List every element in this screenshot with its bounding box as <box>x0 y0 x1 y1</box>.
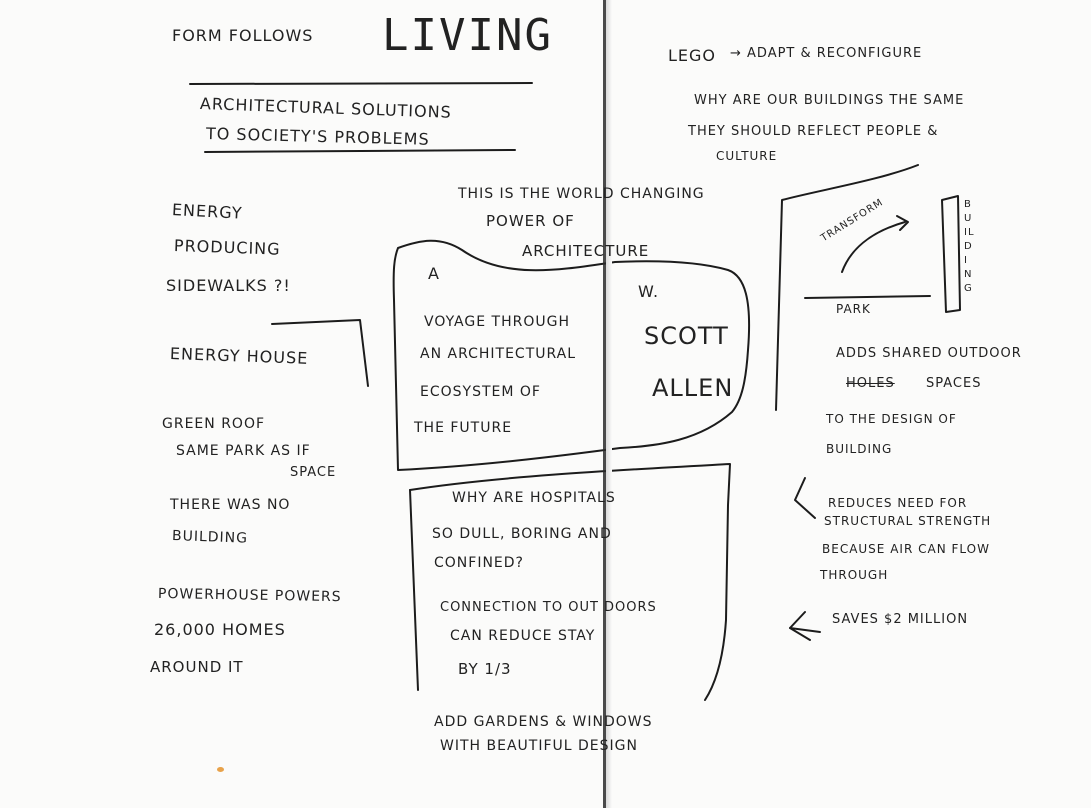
hospital-box <box>409 463 731 701</box>
book-line-4: the Future <box>414 420 513 436</box>
reduces-arrow <box>794 477 816 519</box>
hosp-line-1: Why are Hospitals <box>452 490 616 506</box>
gardens-line-1: Add Gardens & Windows <box>434 714 653 730</box>
green-line-5: Building <box>171 528 249 547</box>
transform-arrow <box>841 221 906 273</box>
gardens-line-2: with Beautiful Design <box>440 738 638 754</box>
diagram-frame <box>775 164 919 411</box>
park-label: Park <box>836 302 871 316</box>
living-title: LIVING <box>382 10 553 61</box>
energy-line-1: Energy <box>171 200 244 223</box>
book-line-2: an Architectural <box>420 346 577 362</box>
building-rect <box>941 195 961 313</box>
subtitle-underline <box>204 149 516 153</box>
reduces-line-2: Structural Strength <box>824 514 992 528</box>
adds-line-4: Building <box>826 442 893 456</box>
world-line-3: Architecture <box>522 242 650 260</box>
hosp-line-5: Can Reduce Stay <box>450 628 596 644</box>
author-w: W. <box>638 282 660 301</box>
author-allen: Allen <box>652 374 734 402</box>
energy-line-2: Producing <box>173 236 281 259</box>
reduces-line-1: Reduces Need for <box>828 496 968 510</box>
hosp-line-6: By 1/3 <box>458 660 512 678</box>
book-frame <box>392 239 751 471</box>
lego-rest-text: → Adapt & Reconfigure <box>730 46 923 61</box>
book-line-3: Ecosystem of <box>420 384 541 400</box>
saves-arrow <box>789 611 811 641</box>
adds-spaces: Spaces <box>926 376 982 391</box>
author-scott: Scott <box>644 322 729 350</box>
hosp-line-3: Confined? <box>434 555 524 571</box>
world-line-2: Power of <box>486 212 575 230</box>
power-line-3: Around it <box>150 658 244 676</box>
energy-line-3: Sidewalks ?! <box>166 276 291 295</box>
form-follows-text: Form Follows <box>172 26 314 45</box>
building-label: Building <box>964 199 975 294</box>
reduces-line-3: Because Air Can Flow <box>822 542 990 556</box>
page-fold-shadow <box>606 0 612 808</box>
hospital-box-left <box>409 489 419 691</box>
green-line-2: Same Park as if <box>176 443 311 459</box>
book-a: A <box>428 264 440 283</box>
power-line-2: 26,000 Homes <box>154 620 286 639</box>
power-line-1: Powerhouse Powers <box>157 586 342 606</box>
world-line-1: This is the World Changing <box>458 186 705 202</box>
why-line-2: They should Reflect People & <box>688 124 939 139</box>
saves-text: Saves $2 Million <box>832 612 969 627</box>
green-line-3: Space <box>290 465 337 480</box>
park-line <box>804 295 931 299</box>
green-line-1: Green Roof <box>162 416 266 432</box>
adds-holes-struck: Holes <box>846 376 895 391</box>
paper-speck <box>217 767 224 772</box>
adds-line-3: to the Design of <box>826 412 957 426</box>
why-line-1: Why are our Buildings the same <box>694 93 965 108</box>
green-line-4: There was no <box>170 497 291 513</box>
energy-house-box <box>271 319 369 387</box>
lego-text: Lego <box>668 46 717 65</box>
adds-line-1: Adds Shared Outdoor <box>836 346 1022 361</box>
hosp-line-4: Connection to Out Doors <box>440 600 657 615</box>
page-fold <box>603 0 606 808</box>
hosp-line-2: So Dull, Boring and <box>432 526 612 542</box>
title-underline <box>189 82 533 85</box>
why-line-3: Culture <box>716 149 778 163</box>
reduces-line-4: Through <box>820 568 889 582</box>
book-line-1: Voyage Through <box>424 314 570 330</box>
